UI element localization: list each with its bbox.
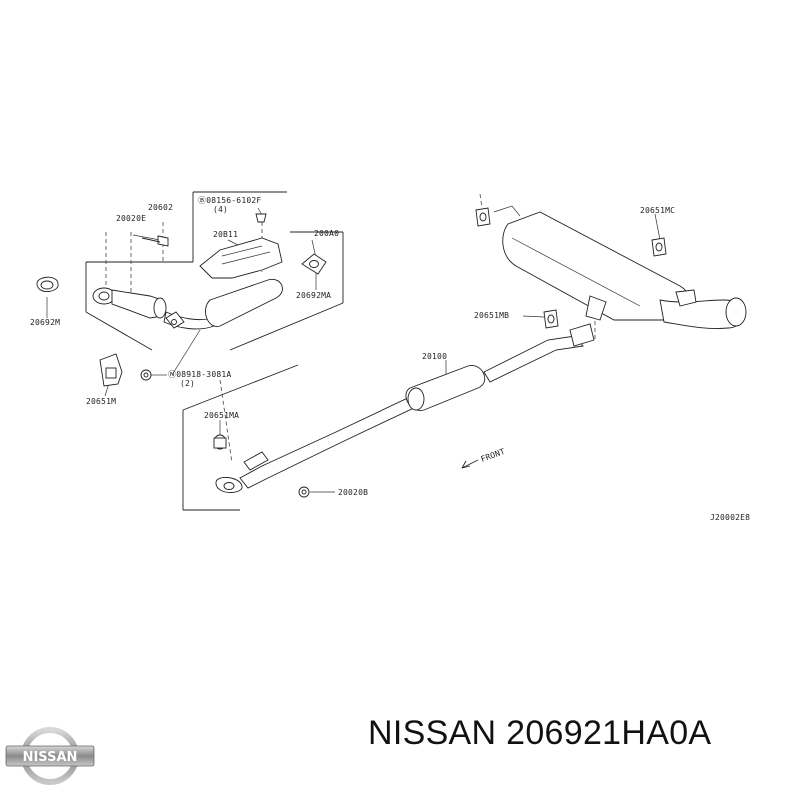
mount-20651m [99,353,123,387]
label-08156: Ⓑ08156-6102F [198,196,261,205]
mount-20651mb [543,309,559,329]
label-200a0: 200A0 [314,229,339,238]
gasket-20692m [36,276,59,292]
part-number-caption: NISSAN 206921HA0A [368,714,712,752]
nut-08918 [140,369,152,381]
part-labels: 20602 20020E Ⓑ08156-6102F (4) 20B11 200A… [30,196,750,522]
rear-muffler [493,205,747,329]
label-08156-qty: (4) [213,205,228,214]
label-20692ma: 20692MA [296,291,331,300]
diagram-code: J20002E8 [710,513,750,522]
nissan-logo: NISSAN [5,727,95,785]
label-20692m: 20692M [30,318,60,327]
label-front: FRONT [480,447,507,464]
label-20651ma: 20651MA [204,411,239,420]
label-20020e: 20020E [116,214,146,223]
mount-20651mc [651,237,667,257]
label-20020b: 20020B [338,488,368,497]
label-20100: 20100 [422,352,447,361]
mount-rear-hanger [475,207,491,227]
logo-text: NISSAN [23,750,78,765]
label-20602: 20602 [148,203,173,212]
gasket-20692ma [301,253,327,275]
mount-20651ma [213,434,227,450]
center-group-frame [182,364,299,511]
front-catalyst [92,213,283,330]
label-08918-qty: (2) [180,379,195,388]
label-20651mc: 20651MC [640,206,675,215]
label-20651m: 20651M [86,397,116,406]
label-20811: 20B11 [213,230,238,239]
bolt-20020b [298,486,310,498]
label-20651mb: 20651MB [474,311,509,320]
front-arrow-icon [461,459,479,469]
front-group-frame [85,191,344,351]
label-08918: Ⓝ08918-3081A [168,370,231,379]
center-pipe [215,323,595,493]
